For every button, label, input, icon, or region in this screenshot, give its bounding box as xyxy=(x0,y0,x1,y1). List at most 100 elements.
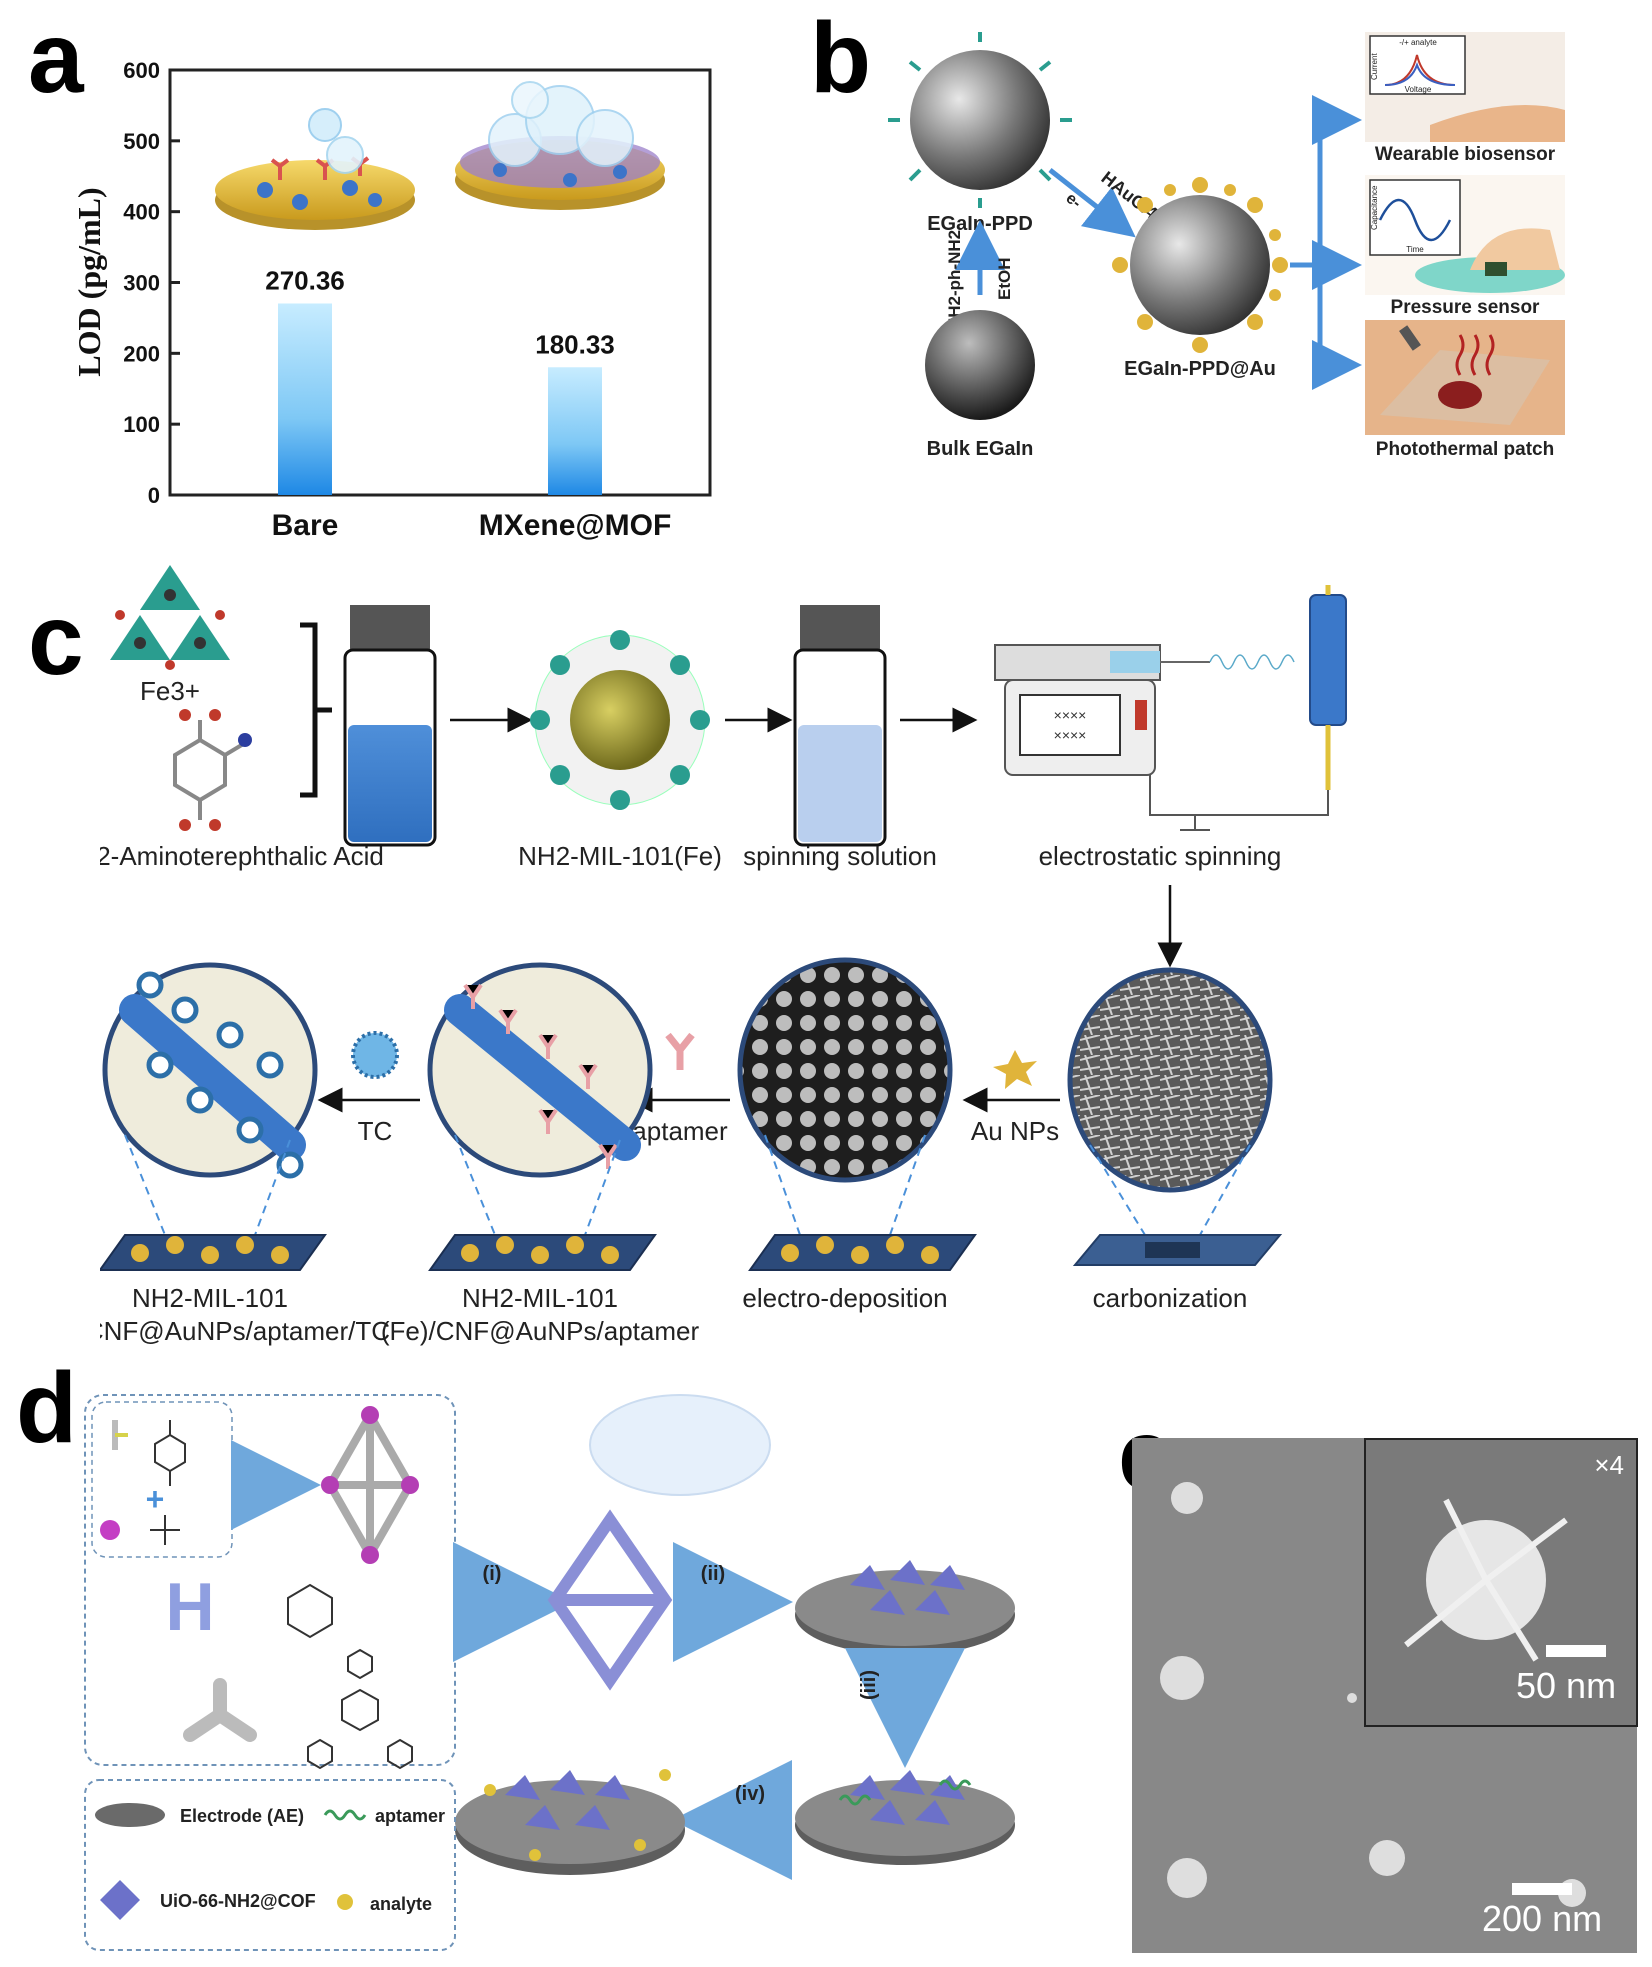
mof-particle xyxy=(530,630,710,810)
legend-mof-icon xyxy=(100,1880,140,1920)
au-nps-label: Au NPs xyxy=(971,1116,1059,1146)
zr-precursor xyxy=(100,1515,180,1545)
bar-2 xyxy=(548,367,602,495)
dialdehyde-molecule xyxy=(287,1583,333,1639)
plot2-xlabel: Time xyxy=(1406,245,1424,254)
mxene-mof-electrode-illustration xyxy=(455,81,665,210)
spinning-solution-label: spinning solution xyxy=(743,841,937,871)
plot1-ylabel: Current xyxy=(1370,53,1379,80)
y-tick-label: 300 xyxy=(123,271,160,296)
h-linker-symbol: H xyxy=(165,1569,214,1645)
application-bracket xyxy=(1290,95,1362,390)
legend-mof-label: UiO-66-NH2@COF xyxy=(160,1891,316,1911)
linker-label: NH2-ph-NH2 xyxy=(945,230,964,330)
wearable-biosensor-illustration: -/+ analyte Current Voltage xyxy=(1365,32,1565,142)
panel-label-a: a xyxy=(28,2,84,114)
step-iv-label: (iv) xyxy=(735,1783,765,1805)
electrodeposition-stage xyxy=(737,957,977,1271)
aptamer-stage xyxy=(427,962,657,1271)
uio-cof-core-shell xyxy=(547,1509,673,1691)
y-linker-symbol xyxy=(183,1678,257,1742)
acid-label: 2-Aminoterephthalic Acid xyxy=(100,841,384,871)
spinning-solution-vial xyxy=(793,605,887,847)
tc-stage-label-line1: NH2-MIL-101 xyxy=(132,1283,288,1313)
tc-molecule xyxy=(351,1031,399,1079)
aptamer-stage-label-line2: (Fe)/CNF@AuNPs/aptamer xyxy=(381,1316,700,1346)
panel-b-diagram: EGaIn-PPD HAuCl4 e- NH2-ph-NH2 EtOH Bulk… xyxy=(888,32,1565,460)
bulk-egain-sphere xyxy=(925,310,1035,420)
plot2-ylabel: Capacitance xyxy=(1370,185,1379,230)
reaction-vial xyxy=(343,605,437,847)
inset-scale-bar xyxy=(1546,1645,1606,1657)
aptamer-stage-label-line1: NH2-MIL-101 xyxy=(462,1283,618,1313)
plus-sign: + xyxy=(146,1481,165,1517)
acid-atoms xyxy=(179,709,252,831)
legend-analyte-label: analyte xyxy=(370,1894,432,1914)
bar-value-label: 270.36 xyxy=(265,265,345,295)
aptamer-electrode xyxy=(795,1770,1015,1865)
y-tick-label: 200 xyxy=(123,341,160,366)
wearable-biosensor-label: Wearable biosensor xyxy=(1375,144,1556,165)
category-label: Bare xyxy=(272,509,339,542)
main-scale-label: 200 nm xyxy=(1482,1898,1603,1939)
y-tick-label: 0 xyxy=(148,483,160,508)
triamine-molecule xyxy=(307,1648,413,1770)
y-tick-label: 400 xyxy=(123,200,160,225)
panel-e-sem-image: ×4 50 nm 200 nm xyxy=(1132,1438,1638,1953)
legend-box xyxy=(84,1779,456,1951)
y-tick-label: 100 xyxy=(123,412,160,437)
arrow-to-au xyxy=(1048,168,1136,238)
electrospinning-apparatus: ×××× ×××× xyxy=(994,585,1347,831)
svg-text:××××: ×××× xyxy=(1054,707,1087,723)
modified-electrode xyxy=(795,1560,1015,1655)
tc-stage-label-line2: (Fe)/CNF@AuNPs/aptamer/TC xyxy=(100,1316,390,1346)
bare-electrode-illustration xyxy=(215,108,415,230)
legend-electrode-label: Electrode (AE) xyxy=(180,1806,304,1826)
panel-label-d: d xyxy=(16,1352,78,1464)
sem-inset: ×4 50 nm xyxy=(1364,1438,1638,1727)
inset-magnification: ×4 xyxy=(1594,1450,1624,1480)
inset-particle xyxy=(1404,1498,1568,1662)
uio-66-framework xyxy=(325,1406,415,1564)
ethanol-label: EtOH xyxy=(995,258,1014,301)
aminoterephthalic-acid-model xyxy=(173,720,247,820)
zr-nodes xyxy=(321,1406,419,1564)
carbonization-stage xyxy=(1067,967,1283,1266)
cof-cloud xyxy=(589,1394,771,1496)
au-nps-star xyxy=(993,1050,1037,1089)
main-scale-bar xyxy=(1512,1883,1572,1895)
electrospinning-label: electrostatic spinning xyxy=(1039,841,1282,871)
y-tick-label: 500 xyxy=(123,129,160,154)
egain-ppd-au-label: EGaIn-PPD@Au xyxy=(1124,358,1276,380)
step-iii-label: (iii) xyxy=(858,1670,880,1700)
photothermal-patch-label: Photothermal patch xyxy=(1376,439,1554,460)
plot1-title: -/+ analyte xyxy=(1399,38,1437,47)
aptamer-symbol xyxy=(665,1032,695,1070)
step-ii-label: (ii) xyxy=(701,1563,725,1585)
svg-text:××××: ×××× xyxy=(1054,727,1087,743)
panel-label-c: c xyxy=(28,584,84,696)
analyte-bound-electrode xyxy=(455,1769,685,1875)
linker-molecule xyxy=(112,1420,186,1486)
mof-label: NH2-MIL-101(Fe) xyxy=(518,841,722,871)
tc-stage xyxy=(100,962,327,1271)
inset-scale-label: 50 nm xyxy=(1516,1665,1617,1706)
carbonization-label: carbonization xyxy=(1093,1283,1248,1313)
panel-c-diagram: Fe3+ 2-Aminoterephthalic Acid NH2-MIL-10… xyxy=(100,565,1347,1346)
legend-electrode-icon xyxy=(95,1803,165,1827)
uio-precursor-box xyxy=(91,1401,233,1558)
legend-aptamer-icon xyxy=(323,1809,367,1821)
legend-analyte-icon xyxy=(337,1894,353,1910)
reactant-bracket xyxy=(300,622,332,798)
egain-ppd-label: EGaIn-PPD xyxy=(927,213,1033,235)
fe3-label: Fe3+ xyxy=(140,676,200,706)
y-tick-marks xyxy=(170,68,180,497)
fe-cluster-model xyxy=(110,565,230,670)
panel-label-b: b xyxy=(810,2,872,114)
category-label: MXene@MOF xyxy=(479,509,672,542)
pressure-sensor-illustration: Capacitance Time xyxy=(1365,175,1565,295)
aptamer-label: aptamer xyxy=(632,1116,728,1146)
